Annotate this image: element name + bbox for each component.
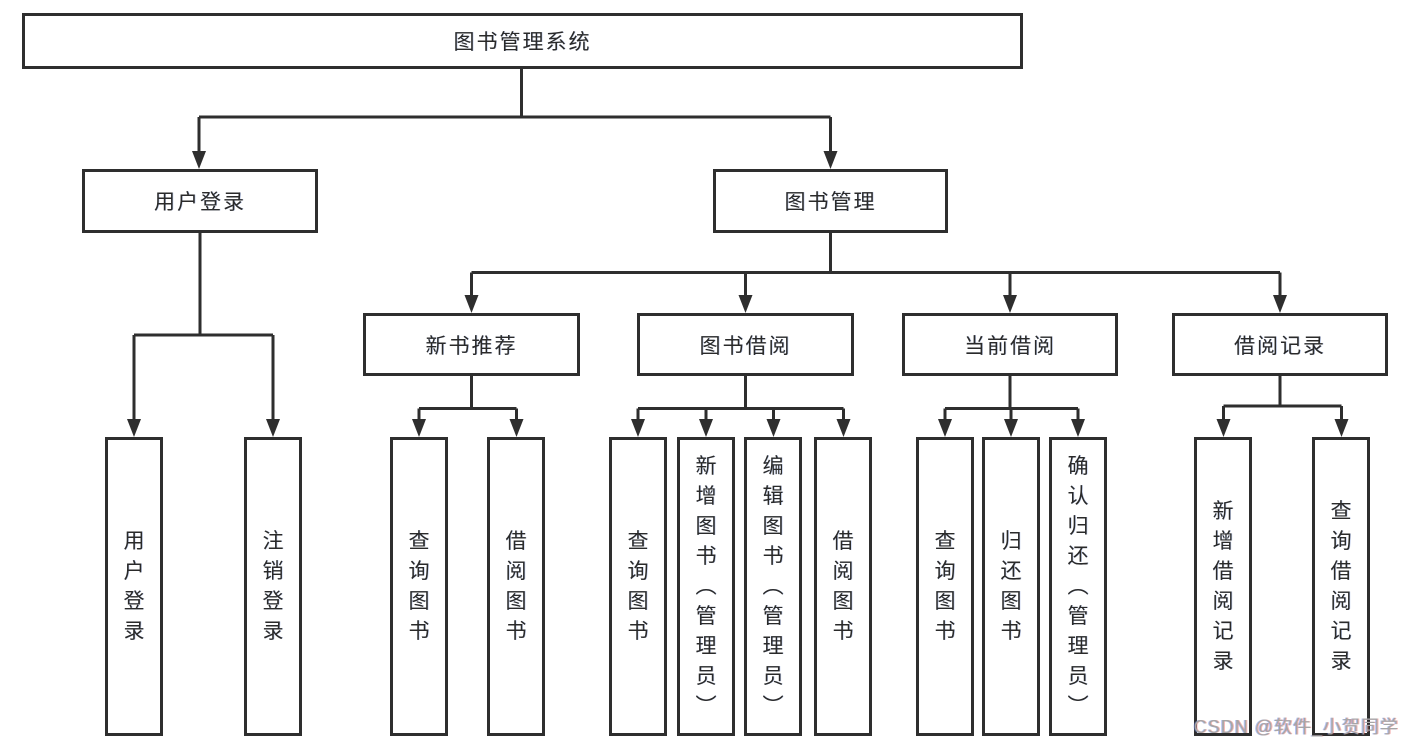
leaf-recommend-query-books-label: 查 询 图 书 bbox=[408, 529, 430, 643]
watermark: CSDN @软件_小贺同学 bbox=[1193, 717, 1399, 737]
leaf-confirm-return-admin-label: 确 认 归 还 ︵ 管 理 员 ︶ bbox=[1067, 454, 1089, 718]
leaf-current-query-books: 查 询 图 书 bbox=[916, 437, 974, 736]
leaf-borrow-borrow-books: 借 阅 图 书 bbox=[814, 437, 872, 736]
leaf-add-borrow-record-label: 新 增 借 阅 记 录 bbox=[1212, 499, 1234, 673]
leaf-current-query-books-label: 查 询 图 书 bbox=[934, 529, 956, 643]
node-root-system: 图书管理系统 bbox=[22, 13, 1023, 69]
connector-new-book-recommend-to-children bbox=[417, 376, 518, 423]
connector-book-borrow-to-children bbox=[636, 376, 845, 423]
node-book-borrow-label: 图书借阅 bbox=[699, 334, 792, 358]
leaf-recommend-query-books: 查 询 图 书 bbox=[390, 437, 448, 736]
connector-user-login-to-children bbox=[132, 233, 275, 423]
leaf-borrow-borrow-books-label: 借 阅 图 书 bbox=[832, 529, 854, 643]
connector-borrow-record-to-children bbox=[1222, 376, 1343, 423]
node-book-management: 图书管理 bbox=[713, 169, 948, 233]
leaf-confirm-return-admin: 确 认 归 还 ︵ 管 理 员 ︶ bbox=[1049, 437, 1107, 736]
node-current-borrow: 当前借阅 bbox=[902, 313, 1118, 376]
leaf-borrow-query-books-label: 查 询 图 书 bbox=[627, 529, 649, 643]
connector-current-borrow-to-children bbox=[943, 376, 1080, 423]
leaf-query-borrow-record-label: 查 询 借 阅 记 录 bbox=[1330, 499, 1352, 673]
leaf-edit-books-admin: 编 辑 图 书 ︵ 管 理 员 ︶ bbox=[744, 437, 802, 736]
node-book-borrow: 图书借阅 bbox=[637, 313, 854, 376]
leaf-recommend-borrow-books: 借 阅 图 书 bbox=[487, 437, 545, 736]
node-current-borrow-label: 当前借阅 bbox=[964, 334, 1056, 358]
leaf-recommend-borrow-books-label: 借 阅 图 书 bbox=[505, 529, 527, 643]
leaf-add-books-admin-label: 新 增 图 书 ︵ 管 理 员 ︶ bbox=[695, 454, 717, 718]
leaf-query-borrow-record: 查 询 借 阅 记 录 bbox=[1312, 437, 1370, 736]
connector-root-to-level2 bbox=[197, 69, 832, 155]
leaf-add-borrow-record: 新 增 借 阅 记 录 bbox=[1194, 437, 1252, 736]
leaf-borrow-query-books: 查 询 图 书 bbox=[609, 437, 667, 736]
connector-book-management-to-level3 bbox=[470, 233, 1282, 299]
leaf-logout-label: 注 销 登 录 bbox=[262, 529, 284, 643]
node-borrow-record-label: 借阅记录 bbox=[1234, 334, 1326, 358]
leaf-return-books: 归 还 图 书 bbox=[982, 437, 1040, 736]
leaf-user-login: 用 户 登 录 bbox=[105, 437, 163, 736]
arrow-down-icons bbox=[127, 151, 1349, 437]
node-borrow-record: 借阅记录 bbox=[1172, 313, 1388, 376]
leaf-logout: 注 销 登 录 bbox=[244, 437, 302, 736]
node-book-management-label: 图书管理 bbox=[784, 191, 877, 214]
leaf-edit-books-admin-label: 编 辑 图 书 ︵ 管 理 员 ︶ bbox=[762, 454, 784, 718]
leaf-user-login-label: 用 户 登 录 bbox=[123, 529, 145, 643]
node-user-login: 用户登录 bbox=[82, 169, 318, 233]
leaf-return-books-label: 归 还 图 书 bbox=[1000, 529, 1022, 643]
node-root-label: 图书管理系统 bbox=[453, 31, 592, 54]
node-new-book-recommend: 新书推荐 bbox=[363, 313, 580, 376]
node-new-book-recommend-label: 新书推荐 bbox=[425, 334, 518, 358]
node-user-login-label: 用户登录 bbox=[154, 191, 246, 214]
leaf-add-books-admin: 新 增 图 书 ︵ 管 理 员 ︶ bbox=[677, 437, 735, 736]
